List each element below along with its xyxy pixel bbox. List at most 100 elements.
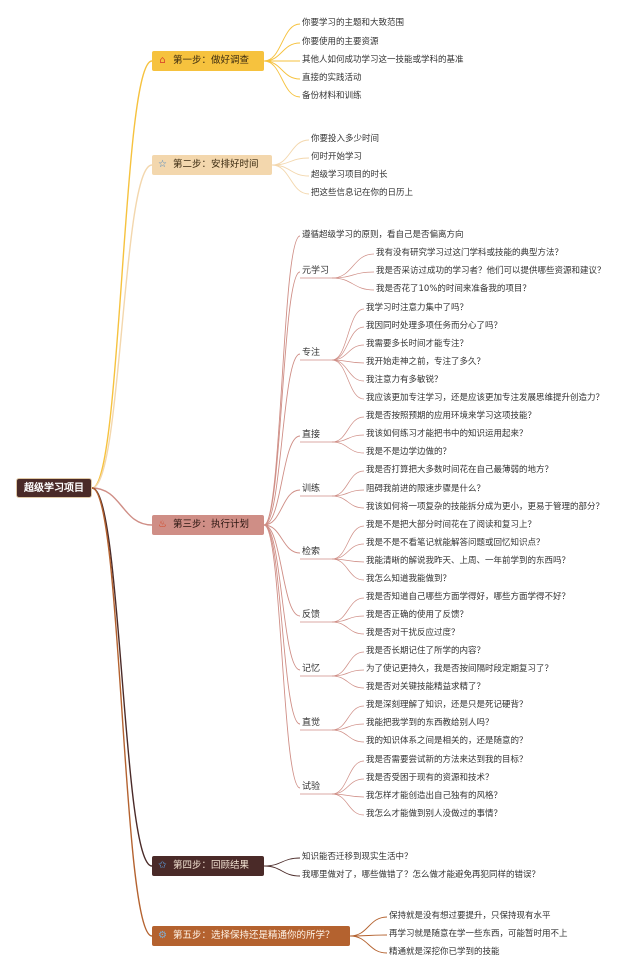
step-4-item: 知识能否迁移到现实生活中？ — [302, 852, 413, 862]
step-1-item-connector — [263, 60, 301, 98]
step-1-item: 你要学习的主题和大致范围 — [302, 18, 405, 28]
focus-item: 我需要多长时间才能专注？ — [366, 339, 469, 349]
experimentation-item: 我怎么才能做到别人没做过的事情？ — [366, 809, 503, 819]
step-3-node[interactable]: ♨第三步：执行计划 — [152, 515, 264, 535]
group-label-feedback: 反馈 — [302, 610, 321, 620]
group-item-connector — [331, 308, 365, 361]
step-1-item-connector — [263, 60, 301, 80]
group-item-connector — [331, 705, 365, 731]
metalearning-item: 我是否采访过成功的学习者？他们可以提供哪些资源和建议？ — [376, 266, 606, 276]
step-5-item: 精通就是深挖你已学到的技能 — [389, 947, 500, 957]
group-label-retrieval: 检索 — [302, 547, 321, 557]
group-item-connector — [331, 434, 365, 443]
focus-item: 我学习时注意力集中了吗？ — [366, 303, 469, 313]
step-2-item: 超级学习项目的时长 — [311, 170, 388, 180]
retention-item: 我是否长期记住了所学的内容？ — [366, 646, 486, 656]
step-5-item-connector — [349, 916, 388, 937]
group-item-connector — [331, 669, 365, 677]
group-item-connector — [331, 558, 365, 581]
group-item-connector — [331, 253, 375, 279]
step-3-group-connector — [263, 353, 301, 526]
step-3-group-connector — [263, 524, 301, 725]
step-5-label: 第五步：选择保持还是精通你的所学？ — [173, 930, 335, 941]
step-3-group-connector — [263, 524, 301, 617]
step-4-item-connector — [263, 865, 301, 877]
step-2-item-connector — [271, 164, 310, 177]
group-item-connector — [331, 416, 365, 443]
step-1-item-connector — [263, 23, 301, 62]
retrieval-item: 我怎么知道我能做到？ — [366, 574, 452, 584]
group-item-connector — [331, 277, 375, 291]
retrieval-item: 我能清晰的解说我昨天、上周、一年前学到的东西吗？ — [366, 556, 571, 566]
experimentation-item: 我是否受困于现有的资源和技术？ — [366, 773, 494, 783]
group-item-connector — [331, 495, 365, 509]
step-4-node[interactable]: ✩第四步：回顾结果 — [152, 856, 264, 876]
group-item-connector — [331, 326, 365, 361]
experimentation-item: 我怎样才能创造出自己独有的风格？ — [366, 791, 503, 801]
focus-item: 我应该更加专注学习，还是应该更加专注发展思维提升创造力？ — [366, 393, 605, 403]
step-3-group-connector — [263, 524, 301, 671]
step-4-item-connector — [263, 857, 301, 867]
group-item-connector — [331, 470, 365, 497]
group-item-connector — [331, 778, 365, 795]
star-icon: ☆ — [158, 159, 167, 170]
retrieval-item: 我是不是不看笔记就能解答问题或回忆知识点？ — [366, 538, 545, 548]
step-2-item: 你要投入多少时间 — [311, 134, 380, 144]
step-2-label: 第二步：安排好时间 — [173, 159, 259, 170]
intuition-item: 我是深刻理解了知识，还是只是死记硬背？ — [366, 700, 528, 710]
retention-item: 为了使记更持久，我是否按间隔时段定期复习了？ — [366, 664, 554, 674]
root-to-step-5-connector — [91, 487, 153, 937]
drill-item: 阻碍我前进的限速步骤是什么？ — [366, 484, 486, 494]
intuition-item: 我能把我学到的东西教给别人吗？ — [366, 718, 494, 728]
focus-item: 我开始走神之前，专注了多久？ — [366, 357, 486, 367]
step-1-item: 你要使用的主要资源 — [302, 37, 379, 47]
group-item-connector — [331, 675, 365, 689]
root-node[interactable]: 超级学习项目 — [16, 478, 92, 498]
group-label-focus: 专注 — [302, 348, 321, 358]
directness-item: 我是否按照预期的应用环境来学习这项技能？ — [366, 411, 537, 421]
step-5-node[interactable]: ⚙第五步：选择保持还是精通你的所学？ — [152, 926, 350, 946]
drill-item: 我该如何将一项复杂的技能拆分成为更小，更易于管理的部分？ — [366, 502, 605, 512]
step-4-item: 我哪里做对了，哪些做错了？怎么做才能避免再犯同样的错误？ — [302, 870, 541, 880]
group-label-intuition: 直觉 — [302, 718, 321, 728]
star-icon: ✩ — [158, 860, 167, 871]
step-1-item: 备份材料和训练 — [302, 91, 362, 101]
group-label-retention: 记忆 — [302, 664, 321, 674]
step-2-node[interactable]: ☆ 第二步：安排好时间 — [152, 155, 272, 175]
retrieval-item: 我是不是把大部分时间花在了阅读和复习上？ — [366, 520, 537, 530]
home-icon: ⌂ — [159, 55, 166, 66]
drill-item: 我是否打算把大多数时间花在自己最薄弱的地方？ — [366, 465, 554, 475]
metalearning-item: 我是否花了10%的时间来准备我的项目？ — [376, 284, 531, 294]
group-item-connector — [331, 651, 365, 677]
step-1-node[interactable]: ⌂第一步：做好调查 — [152, 51, 264, 71]
root-to-step-3-connector — [91, 487, 153, 526]
step-1-item-connector — [263, 42, 301, 62]
group-label-directness: 直接 — [302, 430, 321, 440]
group-item-connector — [331, 525, 365, 560]
step-3-label: 第三步：执行计划 — [173, 519, 250, 530]
group-item-connector — [331, 543, 365, 560]
root-to-step-4-connector — [91, 487, 153, 867]
step-1-item: 直接的实践活动 — [302, 73, 362, 83]
group-item-connector — [331, 793, 365, 816]
feedback-item: 我是否正确的使用了反馈？ — [366, 610, 469, 620]
group-item-connector — [331, 760, 365, 795]
group-item-connector — [331, 729, 365, 743]
group-item-connector — [331, 723, 365, 731]
group-item-connector — [331, 615, 365, 623]
step-3-group-connector — [263, 489, 301, 526]
step-3-intro: 遵循超级学习的原则，看自己是否偏离方向 — [302, 230, 464, 240]
step-3-group-connector — [263, 524, 301, 789]
step-3-group-connector — [263, 524, 301, 554]
step-3-group-connector — [263, 435, 301, 526]
intuition-item: 我的知识体系之间是相关的，还是随意的？ — [366, 736, 528, 746]
step-5-item: 再学习就是随意在学一些东西，可能暂时用不上 — [389, 929, 568, 939]
step-5-item-connector — [349, 935, 388, 954]
step-3-group-connector — [263, 271, 301, 526]
retention-item: 我是否对关键技能精益求精了？ — [366, 682, 486, 692]
directness-item: 我该如何练习才能把书中的知识运用起来？ — [366, 429, 528, 439]
group-item-connector — [331, 344, 365, 361]
experimentation-item: 我是否需要尝试新的方法来达到我的目标？ — [366, 755, 528, 765]
